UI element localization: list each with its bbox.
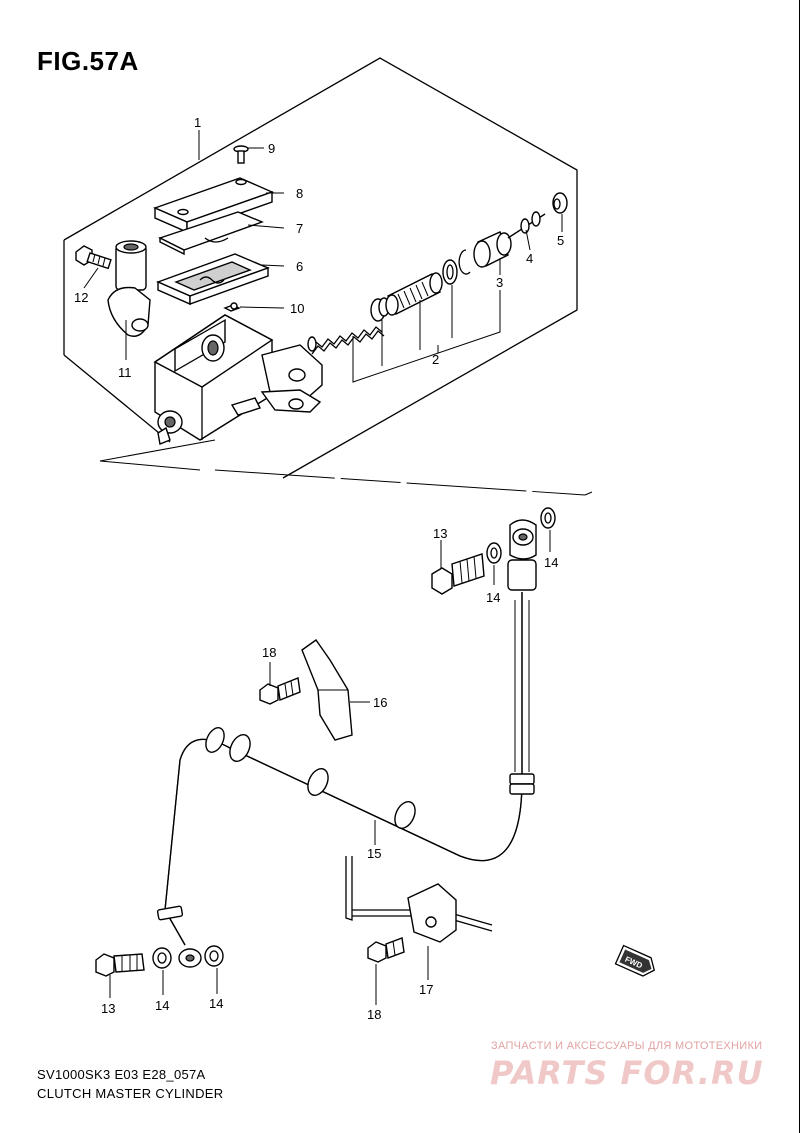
push-rod (507, 211, 546, 239)
circlip (458, 249, 471, 275)
callout-11: 11 (118, 365, 132, 380)
callout-numbers: 1 2 3 4 5 6 7 8 9 10 11 12 13 13 14 14 1… (74, 115, 564, 1022)
diaphragm (156, 253, 270, 306)
callout-1: 1 (194, 115, 201, 130)
clutch-hose (164, 592, 530, 946)
small-plunger (223, 302, 241, 312)
callout-16: 16 (373, 695, 387, 710)
callout-13-upper: 13 (433, 526, 447, 541)
callout-15: 15 (367, 846, 381, 861)
callout-2: 2 (432, 352, 439, 367)
fwd-arrow-marker: FWD (614, 944, 656, 977)
callout-18-lower: 18 (367, 1007, 381, 1022)
watermark-logo: PARTS FOR.RU (490, 1054, 764, 1092)
guide-bolt-lower (367, 937, 405, 963)
clamp-bolt (75, 245, 112, 270)
diagram-description: CLUTCH MASTER CYLINDER (37, 1086, 224, 1101)
leader-lines-top (83, 130, 563, 383)
callout-10: 10 (290, 301, 304, 316)
hose-guide (345, 856, 493, 943)
master-cylinder-body (153, 314, 323, 445)
callout-14-upper-a: 14 (486, 590, 500, 605)
rod-end-nut (552, 192, 568, 214)
callout-14-lower-b: 14 (209, 996, 223, 1011)
washer-lower-a (152, 947, 172, 969)
piston (385, 272, 443, 316)
piston-seal (442, 259, 458, 285)
bracket-bolt-upper (259, 677, 301, 705)
callout-4: 4 (526, 251, 533, 266)
washer-upper-b (540, 507, 556, 529)
washer-lower-b (204, 945, 224, 967)
hose-collars (156, 559, 537, 921)
callout-14-lower-a: 14 (155, 998, 169, 1013)
callout-18-upper: 18 (262, 645, 276, 660)
callout-3: 3 (496, 275, 503, 290)
callout-13-lower: 13 (101, 1001, 115, 1016)
figure-title: FIG.57A (37, 46, 139, 76)
leader-lines-bottom (109, 530, 551, 1005)
callout-6: 6 (296, 259, 303, 274)
lower-banjo-fitting (178, 948, 202, 968)
callout-5: 5 (557, 233, 564, 248)
dust-boot (473, 231, 512, 268)
model-code: SV1000SK3 E03 E28_057A (37, 1067, 206, 1082)
callout-12: 12 (74, 290, 88, 305)
callout-14-upper-b: 14 (544, 555, 558, 570)
hose-clamp-bracket (301, 639, 353, 741)
washer-upper-a (486, 542, 502, 564)
callout-8: 8 (296, 186, 303, 201)
upper-banjo-fitting (509, 519, 537, 560)
cap-plate (158, 211, 264, 256)
callout-9: 9 (268, 141, 275, 156)
callout-17: 17 (419, 982, 433, 997)
union-bolt-upper (431, 553, 485, 595)
union-bolt-lower (95, 953, 145, 977)
handlebar-clamp (107, 240, 151, 337)
piston-spring (307, 326, 385, 355)
watermark-tagline: ЗАПЧАСТИ И АКСЕССУАРЫ ДЛЯ МОТОТЕХНИКИ (491, 1040, 763, 1052)
cap-screw (233, 145, 249, 164)
assembly-box-outline (63, 57, 593, 496)
callout-7: 7 (296, 221, 303, 236)
